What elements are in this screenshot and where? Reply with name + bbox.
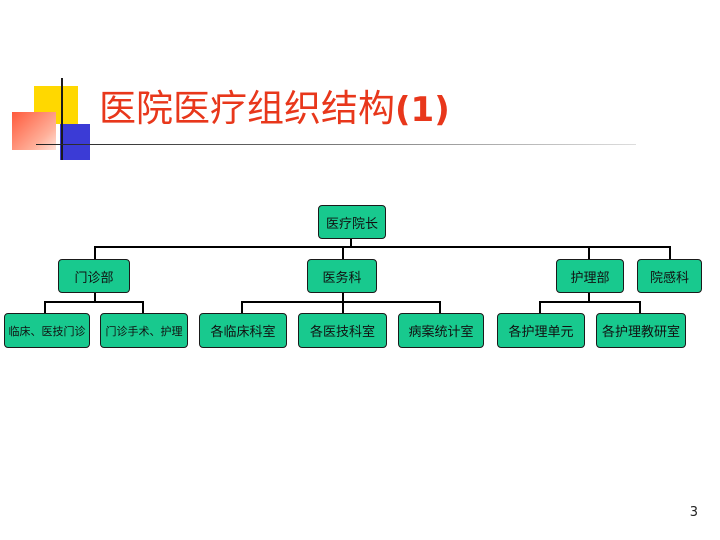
connector: [342, 246, 344, 259]
node-clinical-departments: 各临床科室: [199, 313, 287, 348]
node-nursing-dept: 护理部: [556, 259, 624, 293]
slide-title: 医院医疗组织结构(1): [99, 78, 450, 132]
connector: [241, 301, 441, 303]
connector: [342, 293, 344, 302]
connector: [588, 246, 590, 259]
connector: [44, 301, 144, 303]
node-outpatient-surgery-nursing: 门诊手术、护理: [100, 313, 188, 348]
node-root: 医疗院长: [318, 205, 386, 239]
connector: [142, 301, 144, 313]
connector: [439, 301, 441, 313]
connector: [94, 246, 670, 248]
page-number: 3: [689, 505, 698, 520]
node-medical-records-office: 病案统计室: [398, 313, 484, 348]
connector: [588, 293, 590, 302]
node-nursing-teaching-rooms: 各护理教研室: [596, 313, 686, 348]
connector: [342, 301, 344, 313]
slide-title-text: 医院医疗组织结构: [99, 87, 395, 130]
decor-vertical-line: [61, 78, 63, 160]
connector: [539, 301, 641, 303]
connector: [44, 301, 46, 313]
decor-blue-square: [60, 124, 90, 160]
connector: [94, 293, 96, 302]
node-medical-tech-departments: 各医技科室: [298, 313, 387, 348]
node-infection-control: 院感科: [637, 259, 702, 293]
slide-title-number: (1): [395, 90, 450, 130]
connector: [94, 246, 96, 259]
connector: [539, 301, 541, 313]
connector: [241, 301, 243, 313]
decor-red-square: [12, 112, 56, 150]
connector: [669, 246, 671, 259]
node-medical-affairs: 医务科: [307, 259, 377, 293]
node-clinical-tech-outpatient: 临床、医技门诊: [4, 313, 90, 348]
node-outpatient-dept: 门诊部: [58, 259, 130, 293]
connector: [639, 301, 641, 313]
node-nursing-units: 各护理单元: [497, 313, 585, 348]
title-underline: [36, 144, 636, 145]
connector: [350, 239, 352, 247]
